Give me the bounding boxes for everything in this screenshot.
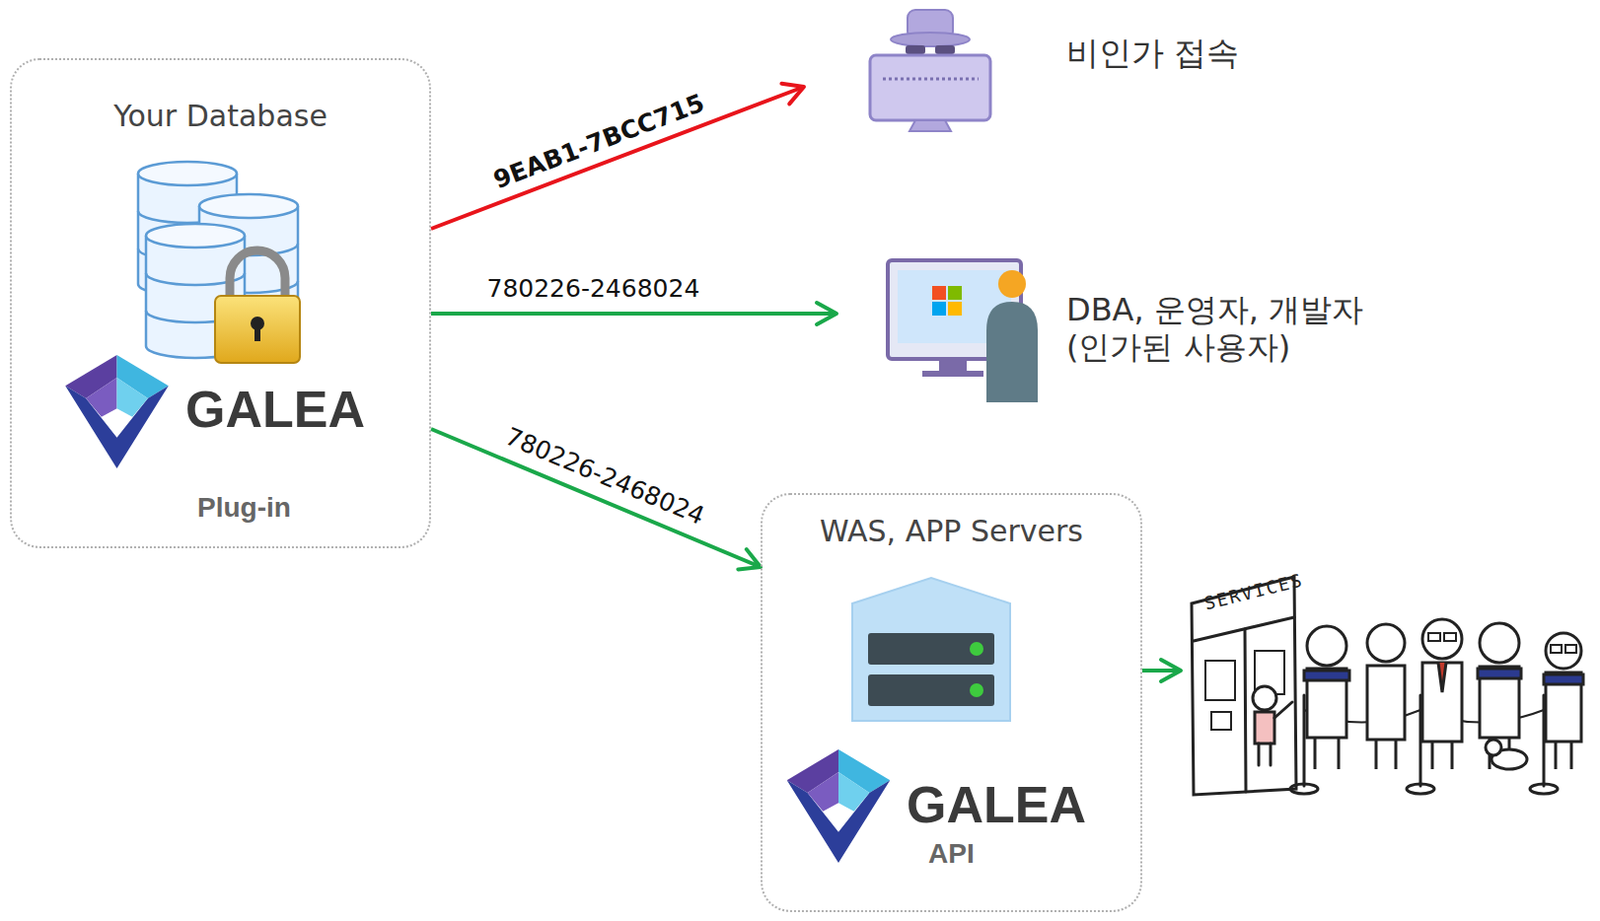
arrow-connector: [431, 429, 761, 568]
group-box: WAS, APP ServersGALEAAPI: [760, 493, 1143, 913]
intruder-icon: [870, 9, 991, 132]
node-title: 비인가 접속: [1066, 34, 1240, 73]
node-text: GALEA: [185, 380, 365, 440]
edge-label: 780226-2468024: [486, 274, 700, 303]
icon-node: SERVICES: [1180, 577, 1596, 814]
node-text: GALEA: [906, 776, 1087, 836]
arrow-connector: [431, 311, 837, 316]
group-box: Your DatabaseGALEA Plug-in: [9, 58, 432, 549]
node-title: WAS, APP Servers: [762, 514, 1141, 550]
node-title: DBA, 운영자, 개발자 (인가된 사용자): [1066, 290, 1392, 367]
arrow-connector: [1142, 668, 1181, 673]
database-icon: [138, 161, 300, 364]
galea-logo: [65, 355, 169, 469]
node-title: Your Database: [11, 99, 430, 135]
icon-node: DBA, 운영자, 개발자 (인가된 사용자): [836, 251, 1404, 410]
people: [1304, 619, 1584, 770]
user-icon: [887, 260, 1038, 403]
icon-node: 비인가 접속: [803, 4, 1357, 144]
node-text: API: [928, 838, 975, 871]
node-title: SERVICES: [1202, 570, 1307, 615]
galea-logo: [787, 749, 891, 864]
service-queue: [1191, 577, 1558, 796]
arrow-connector: [431, 86, 804, 229]
edge-label: 780226-2468024: [501, 422, 709, 531]
node-text: Plug-in: [197, 492, 291, 524]
server-icon: [852, 578, 1011, 722]
edge-label: 9EAB1-7BCC715: [489, 88, 709, 196]
